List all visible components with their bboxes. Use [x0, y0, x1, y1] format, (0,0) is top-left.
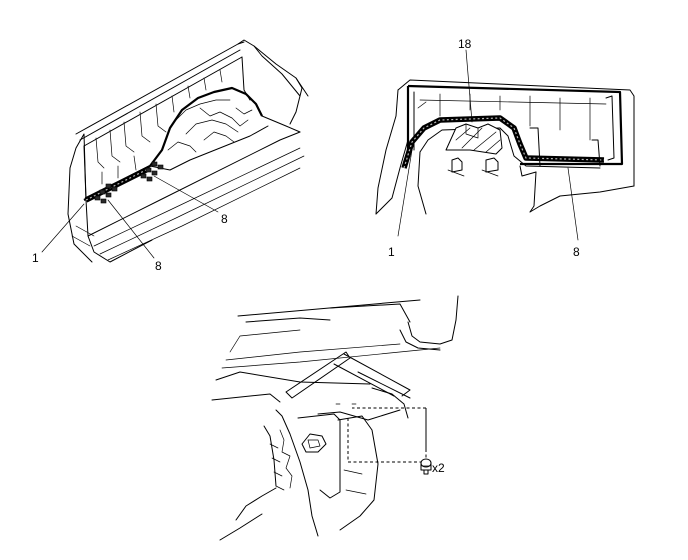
callout-1-view2: 1: [388, 245, 395, 259]
callout-1-view1: 1: [32, 251, 39, 265]
view-underside-bolts: x2: [211, 295, 459, 541]
callout-18-view2: 18: [458, 37, 472, 51]
callout-8-view2: 8: [573, 245, 580, 259]
callout-8-view1-b: 8: [221, 212, 228, 226]
bolt-quantity-label: x2: [432, 461, 445, 475]
view-bed-interior: 1 8 8: [32, 39, 309, 273]
callout-8-view1-a: 8: [155, 259, 162, 273]
view-wheelhouse-side: 18 1 8: [375, 37, 635, 259]
bolt-icon: [420, 458, 432, 475]
